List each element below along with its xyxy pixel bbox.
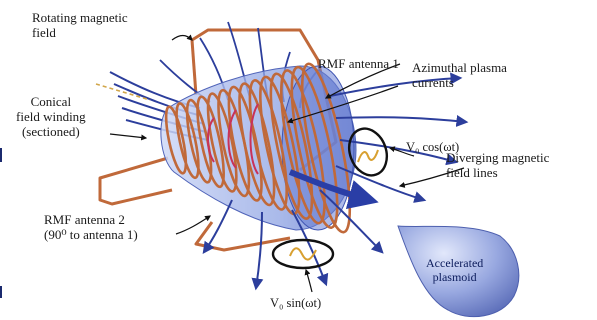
edge-mark-bottom <box>0 286 2 298</box>
label-rmf-antenna-1: RMF antenna 1 <box>318 56 399 71</box>
label-rmf-antenna-2: RMF antenna 2 (90⁰ to antenna 1) <box>44 212 138 242</box>
label-accelerated-plasmoid: Accelerated plasmoid <box>426 256 483 284</box>
label-conical-field-winding: Conical field winding (sectioned) <box>16 94 86 139</box>
label-v0-sin-wt: V₀ sin(ωt) <box>270 296 321 311</box>
edge-mark-top <box>0 148 2 162</box>
vsin-source <box>273 240 333 268</box>
label-azimuthal-plasma-currents: Azimuthal plasma currents <box>412 60 507 90</box>
label-rotating-magnetic-field: Rotating magnetic field <box>32 10 128 40</box>
label-diverging-magnetic-field-lines: Diverging magnetic field lines <box>446 150 549 180</box>
